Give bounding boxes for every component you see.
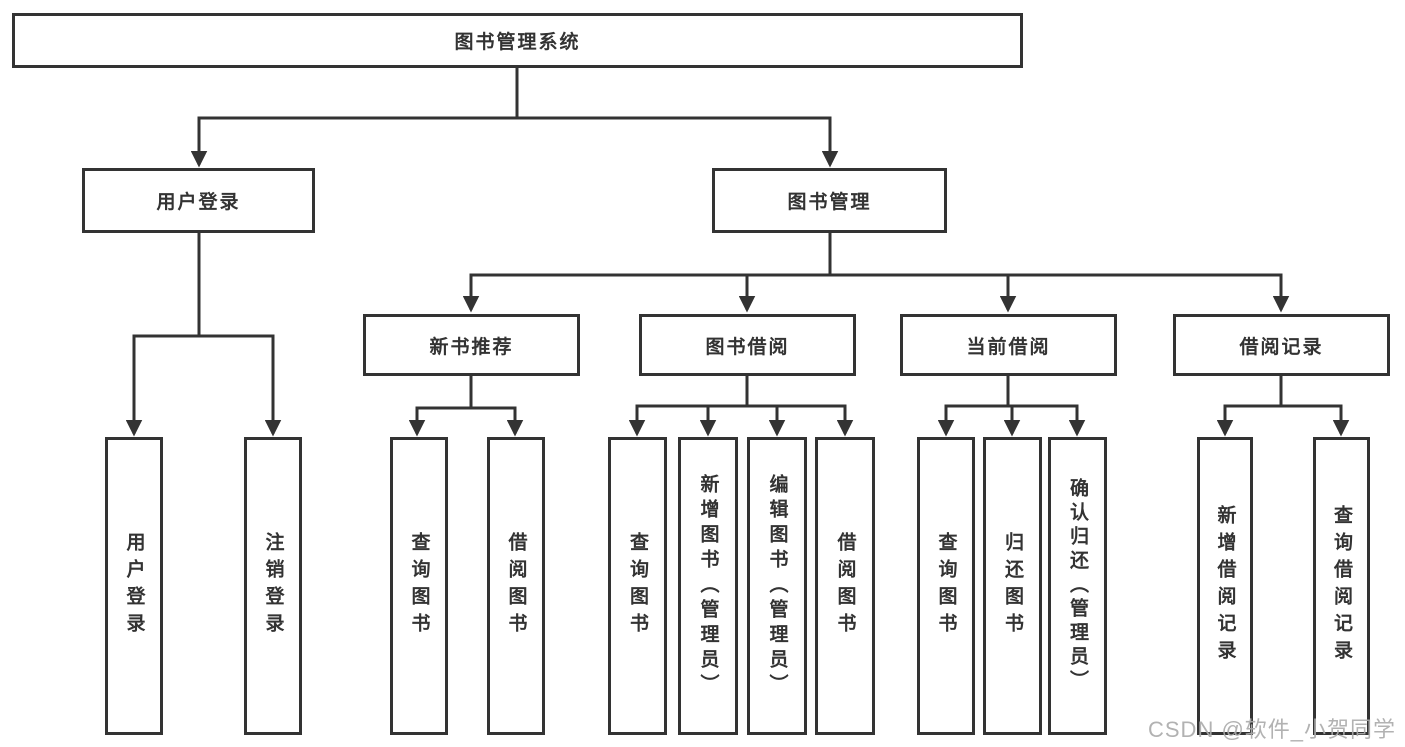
node-leaf-return-books: 归还图书	[983, 437, 1042, 735]
node-leaf-query-books-borrow: 查询图书	[608, 437, 667, 735]
root-fork-line	[190, 116, 839, 168]
book-borrow-fork-line	[628, 404, 854, 437]
node-root-system: 图书管理系统	[12, 13, 1023, 68]
node-leaf-query-books-recommend: 查询图书	[390, 437, 448, 735]
node-leaf-confirm-return-admin: 确认归还（管理员）	[1048, 437, 1107, 735]
csdn-watermark: CSDN @软件_小贺同学	[1148, 717, 1397, 742]
node-book-management-branch: 图书管理	[712, 168, 947, 233]
new-book-fork-line	[408, 406, 524, 437]
node-new-book-recommend: 新书推荐	[363, 314, 580, 376]
borrow-records-fork-line	[1216, 404, 1350, 437]
node-user-login-branch: 用户登录	[82, 168, 315, 233]
node-leaf-add-borrow-record: 新增借阅记录	[1197, 437, 1253, 735]
node-leaf-borrow-books: 借阅图书	[815, 437, 875, 735]
node-current-borrow: 当前借阅	[900, 314, 1117, 376]
node-leaf-query-books-current: 查询图书	[917, 437, 975, 735]
user-login-fork-line	[125, 334, 282, 437]
book-management-fork-line	[462, 273, 1290, 313]
node-leaf-add-books-admin: 新增图书（管理员）	[678, 437, 738, 735]
node-leaf-edit-books-admin: 编辑图书（管理员）	[747, 437, 807, 735]
node-book-borrow: 图书借阅	[639, 314, 856, 376]
node-leaf-logout: 注销登录	[244, 437, 302, 735]
node-leaf-query-borrow-record: 查询借阅记录	[1313, 437, 1370, 735]
node-leaf-user-login: 用户登录	[105, 437, 163, 735]
node-borrow-records: 借阅记录	[1173, 314, 1390, 376]
node-leaf-borrow-books-recommend: 借阅图书	[487, 437, 545, 735]
